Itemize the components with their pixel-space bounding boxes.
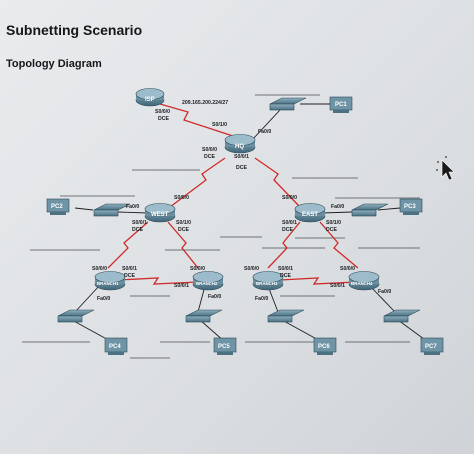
- pc1-label: PC1: [335, 102, 347, 108]
- branch4-label: BRANCH4: [351, 281, 373, 286]
- switch-east: [351, 203, 389, 211]
- hq-dce-right: DCE: [236, 165, 247, 171]
- router-branch1[interactable]: BRANCH1: [94, 271, 126, 291]
- page-title: Subnetting Scenario: [6, 22, 143, 38]
- switch-branch2-body: [185, 315, 211, 323]
- branch2-s001: S0/0/1: [174, 283, 189, 289]
- pc7-label: PC7: [425, 344, 437, 350]
- east-dce-left: DCE: [282, 227, 293, 233]
- pc4[interactable]: PC4: [104, 337, 128, 355]
- west-label: WEST: [151, 212, 169, 218]
- branch3-s001: S0/0/1: [278, 266, 293, 272]
- mouse-cursor: [436, 156, 455, 181]
- pc3[interactable]: PC3: [399, 198, 423, 215]
- hq-fa00: Fa0/0: [258, 129, 271, 135]
- isp-s000: S0/0/0: [155, 109, 170, 115]
- pc2[interactable]: PC2: [46, 198, 70, 215]
- branch3-dce: DCE: [280, 273, 291, 279]
- west-s001: S0/0/1: [132, 220, 147, 226]
- east-s000: S0/0/0: [282, 195, 297, 201]
- hq-s000: S0/0/0: [202, 147, 217, 153]
- blank-lines: [22, 94, 420, 359]
- branch1-dce: DCE: [124, 273, 135, 279]
- west-dce-right: DCE: [178, 227, 189, 233]
- router-west[interactable]: WEST: [144, 203, 176, 223]
- switch-west-body: [93, 209, 119, 217]
- branch1-fa00: Fa0/0: [97, 296, 110, 302]
- router-hq[interactable]: HQ: [224, 134, 256, 154]
- pc6[interactable]: PC6: [313, 337, 337, 355]
- isp-dce: DCE: [158, 116, 169, 122]
- branch1-s000: S0/0/0: [92, 266, 107, 272]
- branch1-s001: S0/0/1: [122, 266, 137, 272]
- pc7[interactable]: PC7: [420, 337, 444, 355]
- branch2-fa00: Fa0/0: [208, 294, 221, 300]
- hq-label: HQ: [235, 144, 244, 150]
- branch2-s000: S0/0/0: [190, 266, 205, 272]
- serial-links: [107, 103, 359, 285]
- switch-branch4: [383, 309, 421, 317]
- router-east[interactable]: EAST: [294, 203, 326, 223]
- switch-branch3-body: [267, 315, 293, 323]
- branch4-fa00: Fa0/0: [378, 289, 391, 295]
- switch-west: [93, 203, 131, 211]
- switch-hq-body: [269, 103, 295, 111]
- pc3-label: PC3: [404, 204, 416, 210]
- switches: [57, 97, 421, 323]
- branch4-s001: S0/0/1: [330, 283, 345, 289]
- east-label: EAST: [302, 212, 318, 218]
- ethernet-links: [71, 103, 429, 343]
- branch3-fa00: Fa0/0: [255, 296, 268, 302]
- hq-dce-left: DCE: [204, 154, 215, 160]
- west-s000: S0/0/0: [174, 195, 189, 201]
- isp-network: 209.165.200.224/27: [182, 100, 228, 106]
- switch-hq: [269, 97, 307, 105]
- router-branch2[interactable]: BRANCH2: [192, 271, 224, 291]
- east-dce-right: DCE: [326, 227, 337, 233]
- switch-branch3: [267, 309, 305, 317]
- pc5[interactable]: PC5: [213, 337, 237, 355]
- pc5-label: PC5: [218, 344, 230, 350]
- diagram-title: Topology Diagram: [6, 58, 102, 70]
- branch3-label: BRANCH3: [256, 281, 278, 286]
- branch4-s000: S0/0/0: [340, 266, 355, 272]
- interface-labels: S0/0/0 DCE 209.165.200.224/27 S0/1/0 Fa0…: [92, 100, 391, 302]
- east-fa00: Fa0/0: [331, 204, 344, 210]
- west-dce-left: DCE: [132, 227, 143, 233]
- west-s010: S0/1/0: [176, 220, 191, 226]
- router-branch4[interactable]: BRANCH4: [348, 271, 380, 291]
- branch1-label: BRANCH1: [97, 281, 119, 286]
- branch2-label: BRANCH2: [196, 281, 218, 286]
- switch-east-body: [351, 209, 377, 217]
- switch-branch4-body: [383, 315, 409, 323]
- pc6-label: PC6: [318, 344, 330, 350]
- west-fa00: Fa0/0: [126, 204, 139, 210]
- pc1[interactable]: PC1: [329, 96, 353, 113]
- hq-s010: S0/1/0: [212, 122, 227, 128]
- router-branch3[interactable]: BRANCH3: [252, 271, 284, 291]
- east-s010: S0/1/0: [326, 220, 341, 226]
- hq-s001: S0/0/1: [234, 154, 249, 160]
- branch3-s000: S0/0/0: [244, 266, 259, 272]
- isp-label: ISP: [145, 97, 155, 103]
- switch-branch2: [185, 309, 223, 317]
- east-s001: S0/0/1: [282, 220, 297, 226]
- switch-branch1-body: [57, 315, 83, 323]
- switch-branch1: [57, 309, 95, 317]
- router-isp[interactable]: ISP: [135, 88, 165, 107]
- pc4-label: PC4: [109, 344, 121, 350]
- pc2-label: PC2: [51, 204, 63, 210]
